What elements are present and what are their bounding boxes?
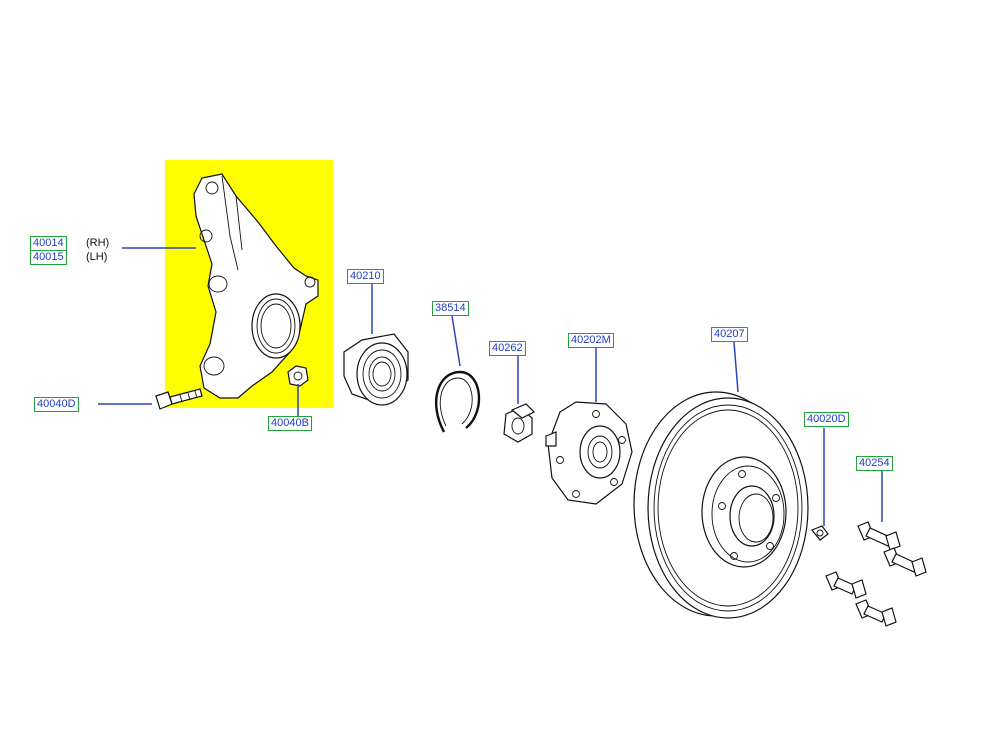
part-label-40262[interactable]: 40262 — [489, 341, 526, 356]
part-label-40014[interactable]: 40014 — [30, 236, 67, 251]
part-label-40202M[interactable]: 40202M — [568, 333, 614, 348]
hub-nut-drawing — [503, 403, 536, 443]
part-label-40254[interactable]: 40254 — [856, 456, 893, 471]
brake-disc-drawing — [633, 391, 809, 619]
disc-screw-drawing — [811, 525, 829, 541]
part-label-40210[interactable]: 40210 — [347, 269, 384, 284]
knuckle-nut-drawing — [287, 365, 309, 387]
wheel-bolts-drawing — [825, 521, 927, 627]
knuckle-bolt-drawing — [155, 388, 203, 410]
part-label-40020D[interactable]: 40020D — [804, 412, 849, 427]
part-label-40040D[interactable]: 40040D — [34, 397, 79, 412]
side-label-rh: (RH) — [86, 237, 110, 249]
part-label-40040B[interactable]: 40040B — [268, 416, 312, 431]
side-label-lh: (LH) — [86, 251, 108, 263]
leader-lines — [98, 247, 883, 526]
snap-ring-drawing — [435, 370, 481, 433]
part-label-40207[interactable]: 40207 — [711, 327, 748, 342]
steering-knuckle-drawing — [193, 173, 319, 399]
wheel-bearing-drawing — [343, 333, 409, 406]
part-label-38514[interactable]: 38514 — [432, 301, 469, 316]
wheel-hub-drawing — [545, 401, 633, 505]
part-label-40015[interactable]: 40015 — [30, 250, 67, 265]
